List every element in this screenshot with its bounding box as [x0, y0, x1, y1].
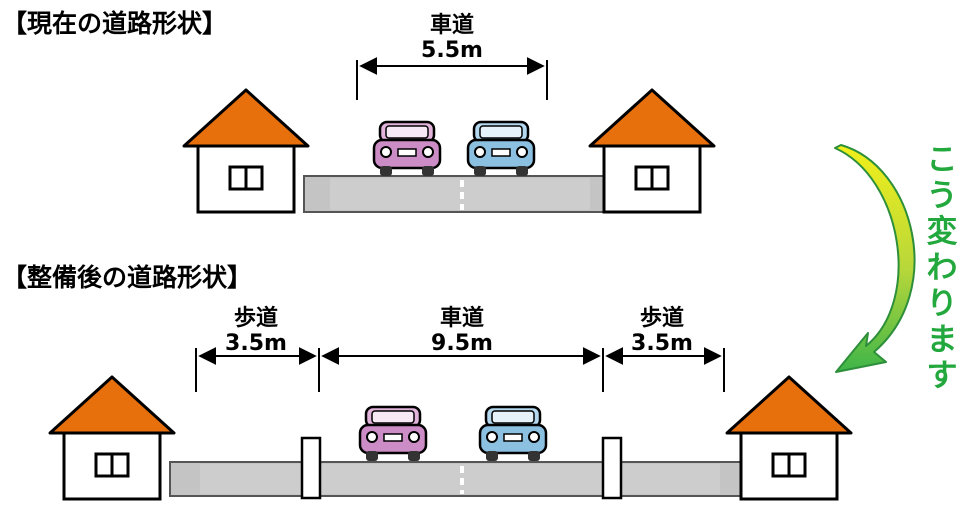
planned-road [169, 436, 751, 500]
house-icon [725, 375, 853, 501]
planned-roadway-width: 9.5m [431, 331, 493, 356]
car-icon [466, 120, 536, 178]
current-road [303, 175, 617, 213]
current-roadway-label: 車道 [430, 12, 474, 38]
planned-title: 【整備後の道路形状】 [2, 263, 252, 292]
current-roadway-width: 5.5m [421, 38, 483, 63]
planned-sidewalk-left-label: 歩道 [234, 305, 278, 331]
planned-dimensions [195, 347, 725, 392]
car-icon [478, 405, 548, 463]
car-icon [372, 120, 442, 178]
house-icon [48, 375, 176, 501]
curved-arrow-icon [834, 144, 916, 373]
planned-sidewalk-right-width: 3.5m [631, 331, 693, 356]
current-title: 【現在の道路形状】 [2, 9, 227, 38]
car-icon [358, 405, 428, 463]
planned-roadway-label: 車道 [440, 305, 484, 331]
planned-sidewalk-right-label: 歩道 [640, 305, 684, 331]
planned-sidewalk-left-width: 3.5m [225, 331, 287, 356]
house-icon [588, 88, 716, 214]
transition-text: こう変わります [927, 142, 958, 394]
current-roadway-dimension [356, 57, 548, 100]
house-icon [182, 88, 310, 214]
